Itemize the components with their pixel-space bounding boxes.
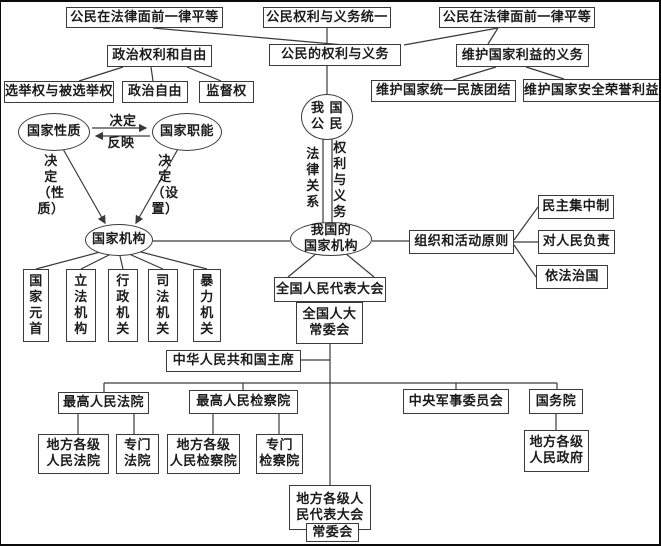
node-citizens-rights-duties: 公民的权利与义务 [269, 44, 401, 66]
node-equality-before-law-right: 公民在法律面前一律平等 [439, 7, 595, 28]
node-rights-duties-unity: 公民权利与义务统一 [263, 7, 391, 28]
edge-label-reflect: 反映 [107, 136, 135, 151]
edge-label-decide: 决定 [109, 114, 137, 129]
node-supervision-right: 监督权 [199, 81, 254, 103]
node-npc-standing-committee: 全国人大 常委会 [296, 302, 363, 344]
node-local-procuratorates: 地方各级 人民检察院 [167, 434, 240, 474]
node-president: 中华人民共和国主席 [166, 350, 301, 372]
node-safeguard-security: 维护国家安全荣誉利益 [523, 79, 659, 102]
node-democratic-centralism: 民主集中制 [538, 195, 614, 219]
node-our-state-organs: 我国的 国家机构 [290, 222, 372, 256]
node-local-standing-committee: 常委会 [306, 523, 359, 542]
node-local-courts: 地方各级 人民法院 [38, 434, 109, 474]
node-state-council: 国务院 [529, 389, 583, 414]
node-responsible-to-people: 对人民负责 [538, 230, 615, 254]
edge-label-decide-setup: 决 定 （设 置） [151, 154, 179, 217]
edge-label-rights-and-duties: 权 利 与 义 务 [333, 141, 347, 220]
node-duty-safeguard-interests: 维护国家利益的义务 [456, 44, 589, 67]
node-judicial-organ: 司 法 机 关 [148, 269, 178, 342]
node-equality-before-law-left: 公民在法律面前一律平等 [66, 7, 223, 28]
node-rule-of-law: 依法治国 [536, 265, 608, 289]
node-political-rights-freedom: 政治权利和自由 [107, 45, 212, 67]
node-special-courts: 专门 法院 [116, 434, 159, 474]
node-supreme-procuratorate: 最高人民检察院 [189, 390, 298, 414]
node-state-organs: 国家机构 [85, 224, 153, 256]
node-central-military-commission: 中央军事委员会 [403, 389, 509, 414]
node-political-freedom: 政治自由 [122, 81, 188, 103]
node-special-procuratorates: 专门 检察院 [256, 434, 303, 474]
node-citizens: 我 国 公 民 [301, 94, 353, 140]
node-right-to-vote: 选举权与被选举权 [4, 81, 114, 103]
node-npc: 全国人民代表大会 [274, 277, 386, 302]
node-org-activity-principles: 组织和活动原则 [409, 230, 514, 254]
edge-label-legal-relations: 法 律 关 系 [306, 147, 320, 210]
node-supreme-court: 最高人民法院 [58, 392, 149, 414]
node-local-peoples-congresses: 地方各级人 民代表大会 [289, 485, 371, 530]
node-local-governments: 地方各级 人民政府 [524, 430, 589, 472]
node-coercive-organ: 暴 力 机 关 [193, 269, 221, 342]
node-state-nature: 国家性质 [18, 113, 90, 151]
node-head-of-state: 国 家 元 首 [23, 269, 49, 342]
node-safeguard-unity: 维护国家统一民族团结 [371, 80, 516, 102]
node-administrative-organ: 行 政 机 关 [108, 269, 138, 342]
edge-label-decide-nature: 决 定 （性 质） [37, 154, 65, 217]
node-legislative-organ: 立 法 机 构 [66, 269, 96, 342]
node-state-functions: 国家职能 [152, 113, 222, 151]
